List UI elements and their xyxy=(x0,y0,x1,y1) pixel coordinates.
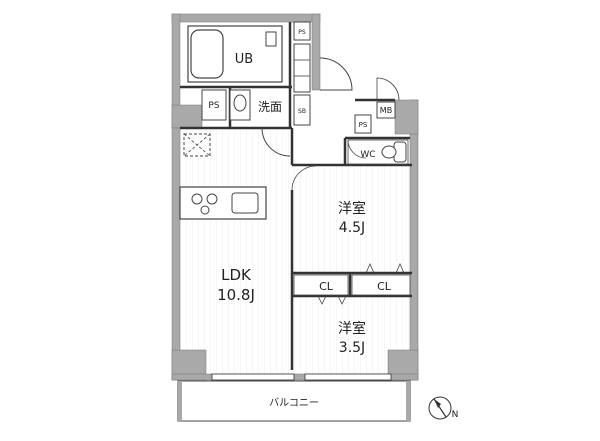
ldk-door xyxy=(261,127,291,157)
mb-label: MB xyxy=(380,106,392,115)
stove-burner-icon xyxy=(206,193,218,205)
ps-label-wc: PS xyxy=(359,121,368,129)
stove-burner-icon xyxy=(200,205,210,215)
wc-label: WC xyxy=(360,150,375,160)
sink-icon xyxy=(231,192,259,214)
ldk-size: 10.8J xyxy=(217,286,255,304)
sb-label: SB xyxy=(298,108,306,115)
ps-box-top xyxy=(293,21,311,41)
washroom-label: 洗面 xyxy=(258,100,282,114)
western1-size: 4.5J xyxy=(339,220,365,236)
cl-label-2: CL xyxy=(377,280,392,293)
western1-door xyxy=(291,165,317,191)
bathtub-icon xyxy=(190,29,224,79)
stove-burner-icon xyxy=(191,193,203,205)
western1-label: 洋室 xyxy=(338,200,366,217)
ps-box-wash xyxy=(201,89,227,121)
ldk-label: LDK xyxy=(221,266,252,284)
closet-door-markers xyxy=(317,263,405,305)
western2-label: 洋室 xyxy=(338,320,366,337)
ps-box-wc xyxy=(354,114,372,134)
closet-1 xyxy=(293,274,349,296)
north-arrow-icon xyxy=(428,396,452,420)
balcony-label: バルコニー xyxy=(269,397,319,409)
mb-box xyxy=(376,101,396,119)
outer-walls xyxy=(171,13,419,381)
western2-size: 3.5J xyxy=(339,340,365,356)
windows xyxy=(211,373,392,381)
ldk-floor xyxy=(176,130,291,375)
shoe-box xyxy=(293,94,311,126)
balcony-area xyxy=(177,380,411,422)
western1-floor xyxy=(292,165,412,273)
ps-label-wash: PS xyxy=(208,101,219,111)
entrance-door xyxy=(319,57,353,91)
ub-label: UB xyxy=(235,52,253,67)
cl-label-1: CL xyxy=(319,280,334,293)
interior-walls xyxy=(180,22,412,370)
north-label: N xyxy=(452,410,459,420)
ps-label-top: PS xyxy=(298,29,306,36)
basin-icon xyxy=(233,94,247,112)
closet-2 xyxy=(351,274,411,296)
